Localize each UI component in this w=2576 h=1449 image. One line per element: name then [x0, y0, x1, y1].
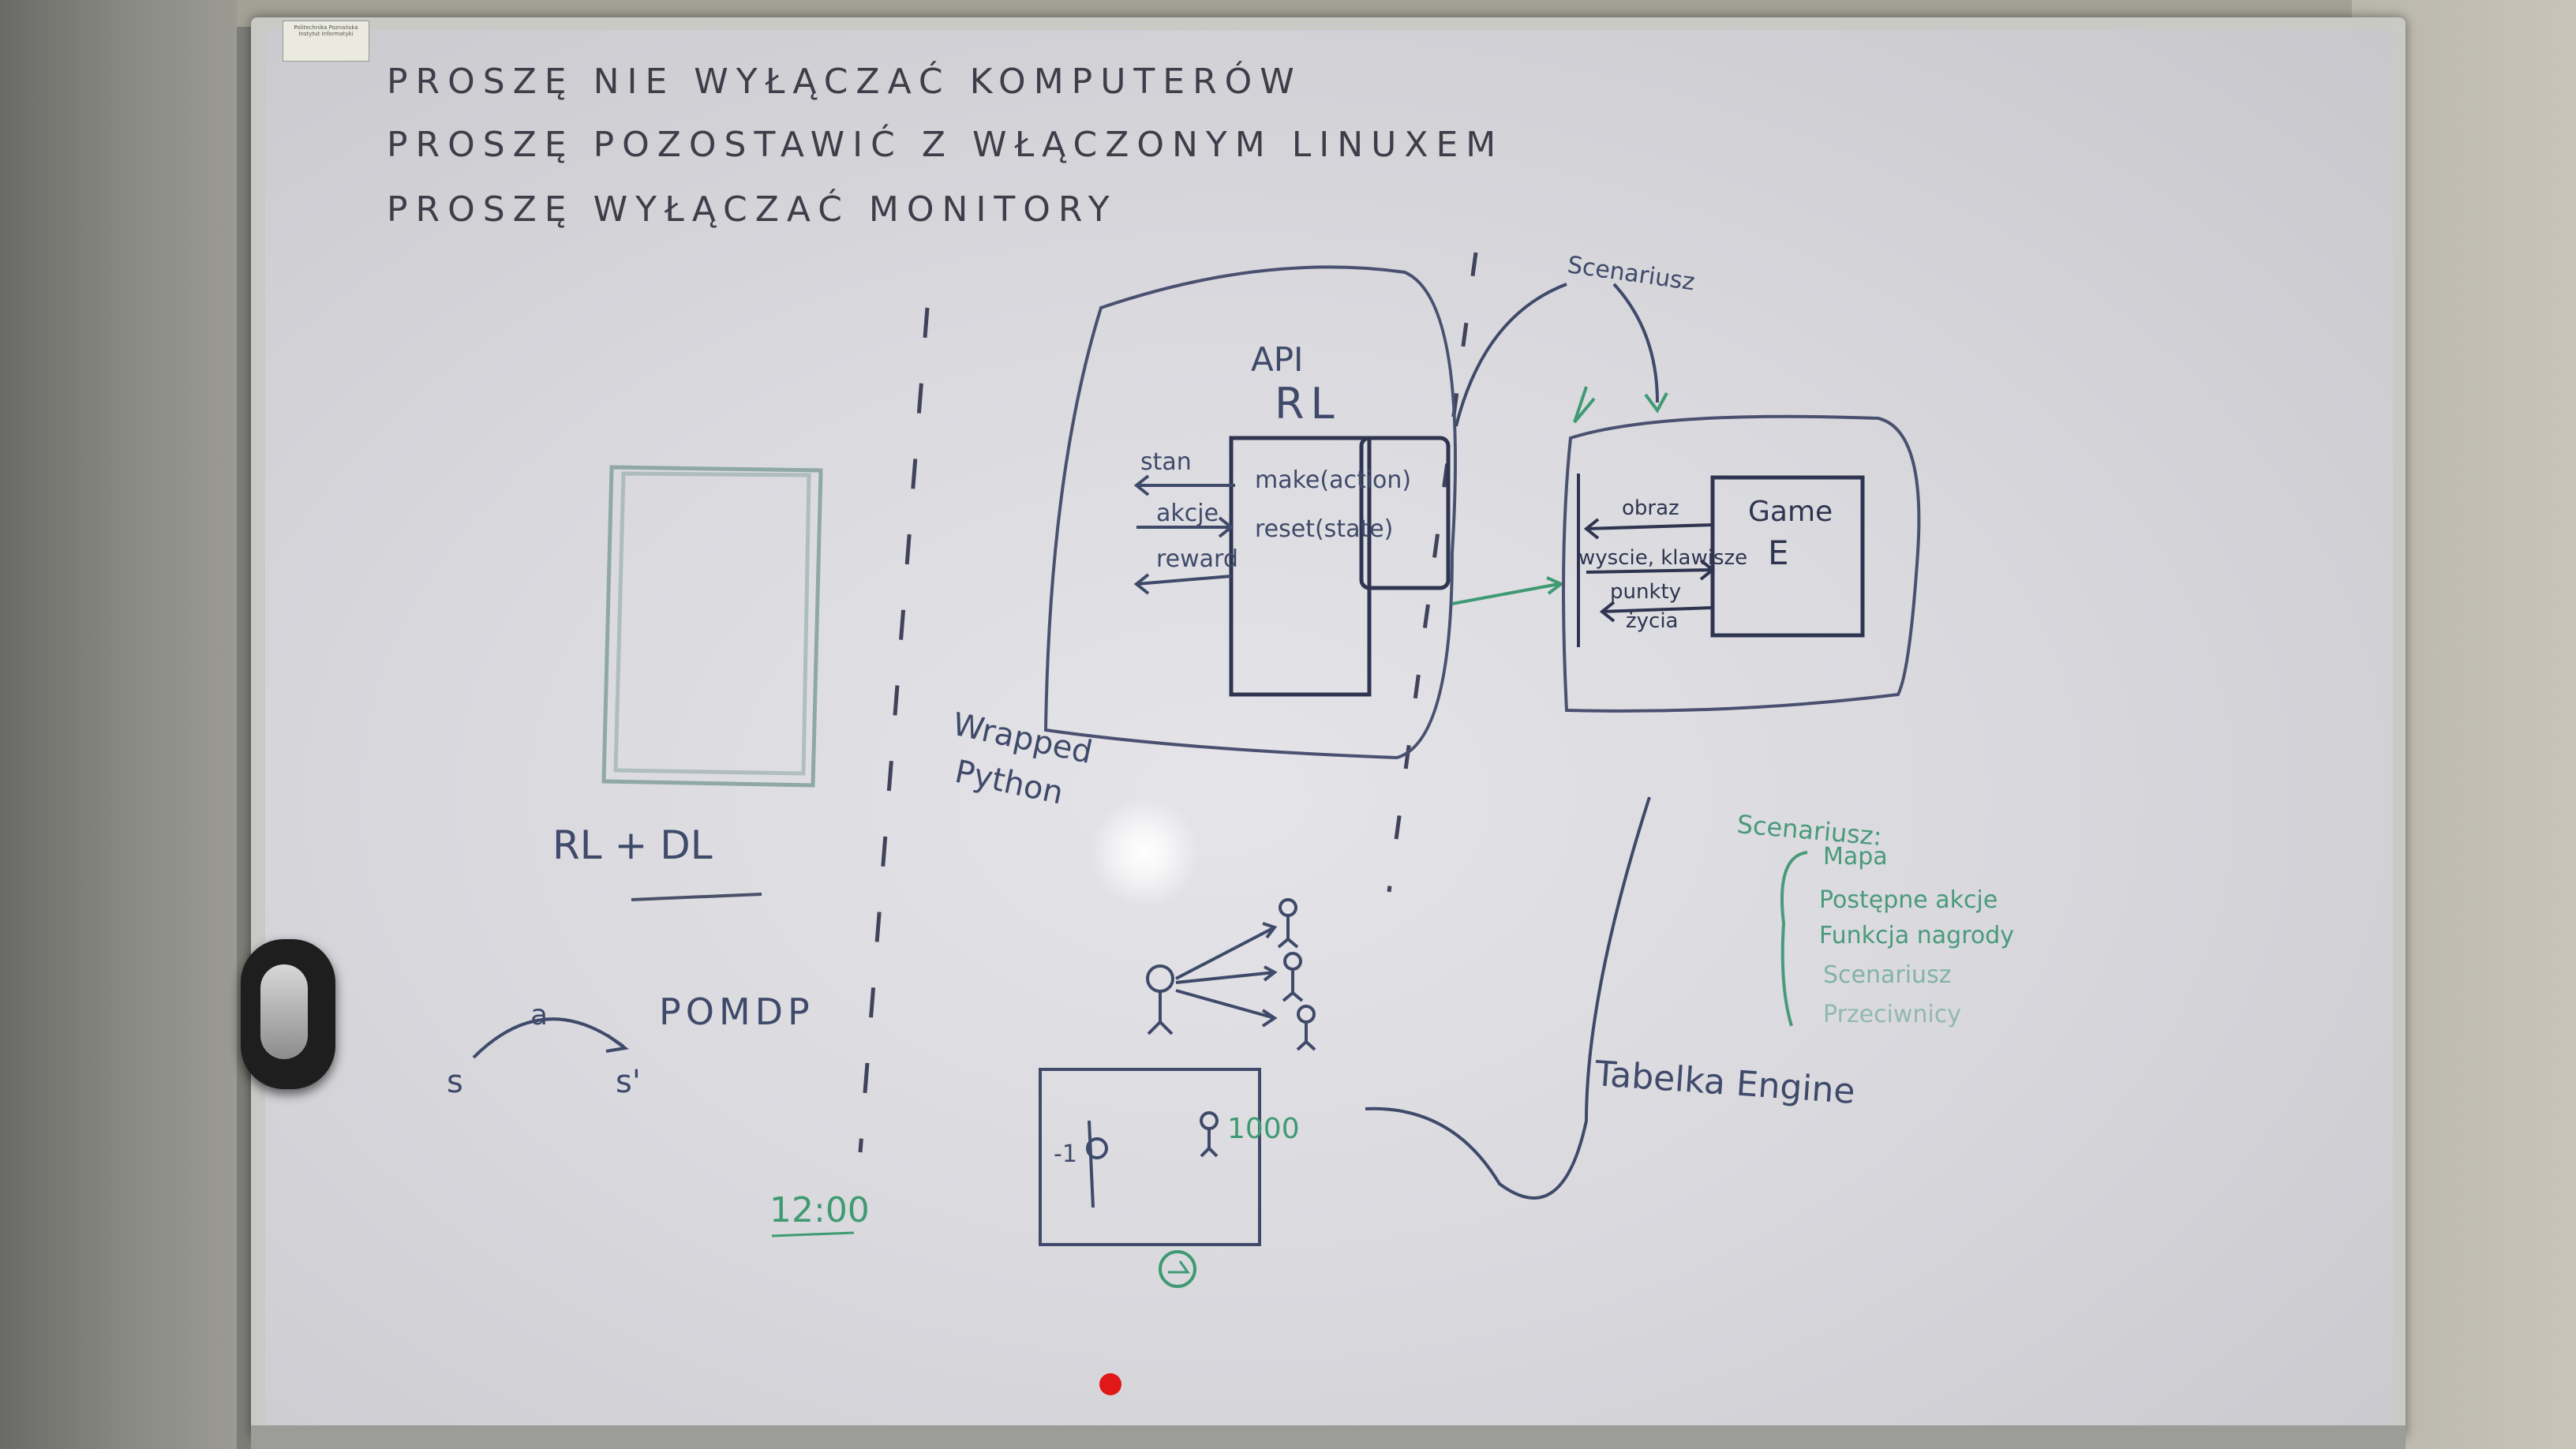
- pomdp-action: a: [530, 999, 548, 1032]
- game-subtitle: E: [1768, 534, 1789, 572]
- game-arrows: [1583, 518, 1716, 623]
- dashed-divider: [858, 307, 930, 1153]
- pomdp-arrowhead: [605, 1034, 630, 1053]
- pomdp-state-to: s': [616, 1064, 641, 1100]
- game-arrow-punkty: punkty: [1610, 580, 1681, 604]
- time-underline: [771, 1231, 855, 1237]
- header-line-2: PROSZĘ POZOSTAWIĆ Z WŁĄCZONYM LINUXEM: [387, 123, 1503, 165]
- time-label: 12:00: [769, 1190, 870, 1230]
- api-subtitle: RL: [1275, 379, 1341, 429]
- agent-figures: [1146, 898, 1316, 1051]
- scenario-list: Mapa Postępne akcje Funkcja nagrody Scen…: [1819, 843, 2014, 1028]
- pomdp-arrow: [472, 1017, 625, 1059]
- scenario-arrow-right: [1612, 283, 1659, 403]
- game-frame-left-value: -1: [1054, 1140, 1077, 1168]
- game-engine-box: [1710, 475, 1865, 638]
- rl-dl-label: RL + DL: [552, 822, 713, 868]
- scenario-item-5: Przeciwnicy: [1823, 1001, 1961, 1028]
- api-blob: [1043, 265, 1457, 760]
- door-handle-grip: [260, 964, 308, 1059]
- scenario-item-4: Scenariusz: [1823, 961, 1951, 989]
- pomdp-state-from: s: [447, 1064, 463, 1100]
- game-frame-right-value: 1000: [1227, 1113, 1300, 1145]
- sticker: Politechnika Poznańska Instytut Informat…: [283, 21, 369, 62]
- scenario-item-2: Postępne akcje: [1819, 886, 1998, 914]
- concrete-wall-left: [0, 0, 237, 1449]
- api-arrows: [1133, 474, 1235, 595]
- scenario-brace: [1780, 851, 1808, 1027]
- scenario-item-1: Mapa: [1823, 843, 1888, 871]
- api-title: API: [1251, 340, 1303, 379]
- left-rectangle: [601, 465, 823, 788]
- red-magnet: [1099, 1373, 1121, 1395]
- light-glare: [1089, 797, 1200, 908]
- api-method-reset: reset(state): [1255, 515, 1393, 543]
- dashed-divider-right: [1387, 252, 1478, 893]
- game-title: Game: [1748, 496, 1833, 528]
- clock-icon: [1159, 1250, 1196, 1288]
- game-arrow-wyscie: wyscie, klawisze: [1578, 546, 1747, 570]
- marker-tray: [251, 1425, 2406, 1449]
- whiteboard-surface: [265, 30, 2393, 1425]
- game-frame-figures: [1086, 1111, 1219, 1208]
- api-output-stan: stan: [1140, 448, 1192, 476]
- header-line-1: PROSZĘ NIE WYŁĄCZAĆ KOMPUTERÓW: [387, 60, 1302, 102]
- api-method-box: [1359, 436, 1451, 590]
- green-arrowhead-2: [1644, 392, 1668, 414]
- sticker-text: Politechnika Poznańska Instytut Informat…: [294, 24, 358, 37]
- table-label: Tabelka Engine: [1593, 1054, 1856, 1112]
- rl-dl-underline: [631, 893, 762, 901]
- header-line-3: PROSZĘ WYŁĄCZAĆ MONITORY: [387, 188, 1118, 230]
- green-arrowhead: [1573, 386, 1596, 424]
- scenario-arrow: [1455, 283, 1567, 427]
- api-output-reward: reward: [1156, 545, 1238, 573]
- clock-hand-icon: [1168, 1260, 1190, 1274]
- scenario-item-3: Funkcja nagrody: [1819, 922, 2014, 949]
- api-interface-box: [1229, 436, 1372, 697]
- api-output-akcje: akcje: [1156, 500, 1219, 527]
- game-frame: [1039, 1068, 1261, 1246]
- pomdp-title: POMDP: [659, 990, 814, 1033]
- wrapped-label: Wrapped Python: [949, 706, 1095, 812]
- game-arrow-obraz: obraz: [1622, 496, 1679, 520]
- game-arrow-zycia: życia: [1626, 609, 1679, 633]
- scenario-label: Scenariusz: [1566, 251, 1697, 296]
- api-to-game-arrow: [1451, 576, 1564, 605]
- table-curve: [1365, 796, 1651, 1200]
- game-blob: [1562, 414, 1921, 713]
- api-method-make: make(action): [1255, 466, 1411, 494]
